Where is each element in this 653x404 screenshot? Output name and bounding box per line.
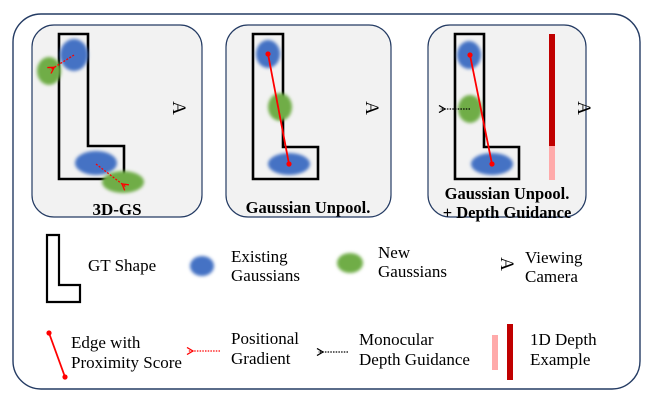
legend-label-line-1: Existing — [231, 247, 288, 266]
legend-label-line-1: Viewing — [525, 248, 583, 267]
panel-gaussian-unpool-depth: A Gaussian Unpool. + Depth Guidance — [427, 24, 594, 222]
edge-icon — [48, 332, 66, 378]
edge-endpoint — [46, 330, 52, 336]
positional-gradient-arrow — [50, 54, 75, 70]
gt-shape-outline — [251, 32, 320, 181]
legend-label-line-1: 1D Depth — [530, 330, 597, 349]
legend-label-line-2: Camera — [525, 267, 578, 286]
panel-background — [427, 24, 587, 218]
depth-bar-dark-icon — [507, 324, 513, 380]
existing-gaussian — [75, 151, 117, 175]
gt-shape-icon — [45, 233, 82, 304]
panel-title: 3D-GS — [92, 200, 141, 219]
gt-shape-outline — [57, 32, 126, 181]
new-gaussian — [102, 171, 144, 193]
legend-existing-gaussians: Existing Gaussians — [190, 247, 300, 285]
panel-title: Gaussian Unpool. — [246, 198, 371, 217]
legend-positional-gradient: Positional Gradient — [188, 329, 299, 368]
viewing-camera-icon: A — [361, 101, 382, 115]
legend-depth-example: 1D Depth Example — [492, 324, 597, 380]
proximity-edge — [469, 54, 493, 165]
legend-label-line-2: Depth Guidance — [359, 350, 470, 369]
legend-label-line-1: Monocular — [359, 330, 434, 349]
edge-endpoint — [265, 51, 271, 57]
panel-background — [31, 24, 203, 218]
gt-shape-outline — [453, 32, 521, 181]
legend-label-line-2: Example — [530, 350, 590, 369]
panel-title-line-2: + Depth Guidance — [443, 203, 572, 222]
viewing-camera-icon: A — [573, 101, 594, 115]
legend-label-line-1: Edge with — [71, 333, 141, 352]
legend-monocular-depth: Monocular Depth Guidance — [318, 330, 470, 369]
legend-edge-proximity: Edge with Proximity Score — [46, 330, 182, 380]
legend-label-line-1: Positional — [231, 329, 299, 348]
legend-viewing-camera: A Viewing Camera — [496, 248, 583, 286]
legend-label-line-1: New — [378, 243, 411, 262]
edge-endpoint — [62, 374, 68, 380]
panel-3dgs: A 3D-GS — [31, 24, 203, 219]
panel-title-line-1: Gaussian Unpool. — [445, 184, 570, 203]
edge-endpoint — [489, 161, 495, 167]
panel-background — [225, 24, 392, 218]
viewing-camera-icon: A — [168, 101, 189, 115]
proximity-edge — [267, 53, 290, 165]
depth-bar-dark — [549, 34, 555, 146]
legend-label-line-2: Gaussians — [378, 262, 447, 281]
edge-endpoint — [467, 52, 473, 58]
legend-label-line-2: Proximity Score — [71, 353, 182, 372]
positional-gradient-arrow — [95, 163, 126, 187]
legend-gt-shape: GT Shape — [45, 233, 156, 304]
depth-bar-light-icon — [492, 335, 498, 370]
edge-endpoint — [286, 161, 292, 167]
new-gaussian-icon — [337, 253, 363, 273]
panel-gaussian-unpool: A Gaussian Unpool. — [225, 24, 392, 218]
depth-bar-light — [549, 146, 555, 180]
viewing-camera-icon: A — [496, 257, 517, 271]
new-gaussian — [268, 93, 292, 121]
legend-label-line-2: Gaussians — [231, 266, 300, 285]
new-gaussian — [37, 57, 61, 85]
legend-new-gaussians: New Gaussians — [337, 243, 447, 281]
existing-gaussian-icon — [190, 256, 214, 276]
legend-label: GT Shape — [88, 256, 156, 275]
legend-label-line-2: Gradient — [231, 349, 291, 368]
